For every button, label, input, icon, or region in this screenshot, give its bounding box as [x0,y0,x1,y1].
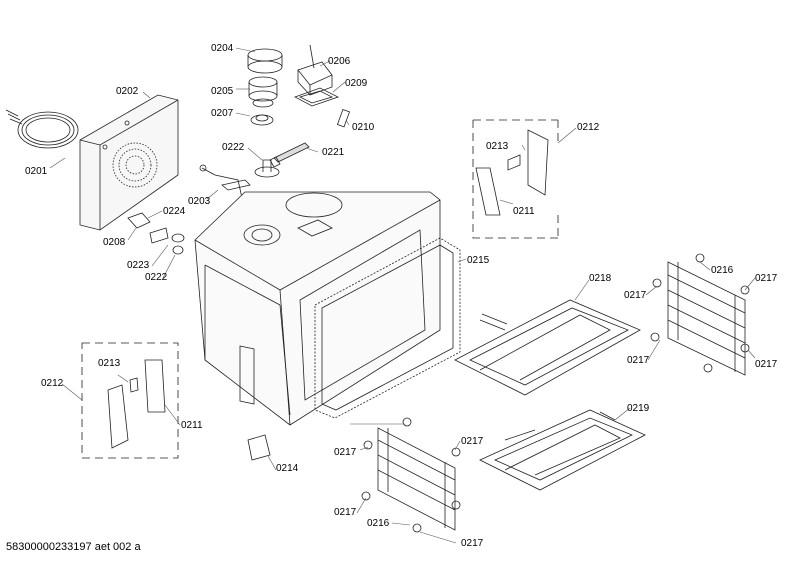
broil-element-0218 [454,299,641,396]
label-0216-right: 0216 [711,265,734,276]
label-0217-left-mid: 0217 [334,507,357,518]
fan-wheel-0204 [247,48,283,74]
document-code: 58300000233197 aet 002 a [6,541,141,553]
fan-cover-0202 [79,94,179,231]
fan-motor-0205 [248,76,278,108]
label-0206: 0206 [328,56,351,67]
label-0219: 0219 [627,403,650,414]
rail-part-0221 [269,142,310,168]
label-0204: 0204 [211,43,234,54]
oven-cavity [194,191,441,426]
clip-0203 [199,164,251,199]
gasket-0209 [294,87,340,107]
label-0212-right: 0212 [577,122,600,133]
label-0217-right-mid: 0217 [624,290,647,301]
leader-lines [49,47,756,544]
label-0207: 0207 [211,108,234,119]
label-0223: 0223 [127,260,150,271]
label-0218: 0218 [589,273,612,284]
label-0203: 0203 [188,196,211,207]
lamp-assembly-box-right [472,119,559,239]
door-gasket-0215 [314,237,461,419]
fan-cap-0207 [250,114,274,126]
label-0215: 0215 [467,255,490,266]
label-0213-right: 0213 [486,141,509,152]
label-0209: 0209 [345,78,368,89]
side-rack-left-0216 [361,417,461,533]
lamp-assembly-box-left [81,342,179,459]
label-0216-left: 0216 [367,518,390,529]
label-0222-top: 0222 [222,142,245,153]
label-0211-left: 0211 [181,420,203,431]
motor-0206 [297,44,333,96]
label-0205: 0205 [211,86,234,97]
label-0211-right: 0211 [513,206,535,217]
grommet-0222 [254,159,280,178]
bottom-element-0219 [479,409,646,491]
label-0222-bottom: 0222 [145,272,168,283]
label-0217-right-low: 0217 [627,355,650,366]
label-0210: 0210 [352,122,375,133]
label-0208: 0208 [103,237,126,248]
label-0217-right-top: 0217 [755,273,778,284]
label-0217-right-bottom: 0217 [755,359,778,370]
label-0214: 0214 [276,463,299,474]
label-0224: 0224 [163,206,186,217]
side-rack-right-0216 [650,253,750,376]
small-parts-left [127,212,185,255]
sensor-0210 [336,108,351,128]
part-0214 [247,434,271,461]
label-0217-left-right: 0217 [461,436,484,447]
label-0201: 0201 [25,166,48,177]
label-0213-left: 0213 [98,358,121,369]
label-0202: 0202 [116,86,139,97]
label-0212-left: 0212 [41,378,64,389]
label-0221: 0221 [322,147,345,158]
label-0217-left-top: 0217 [334,447,357,458]
label-0217-left-bottom: 0217 [461,538,484,549]
ring-heater-0201 [5,109,79,149]
